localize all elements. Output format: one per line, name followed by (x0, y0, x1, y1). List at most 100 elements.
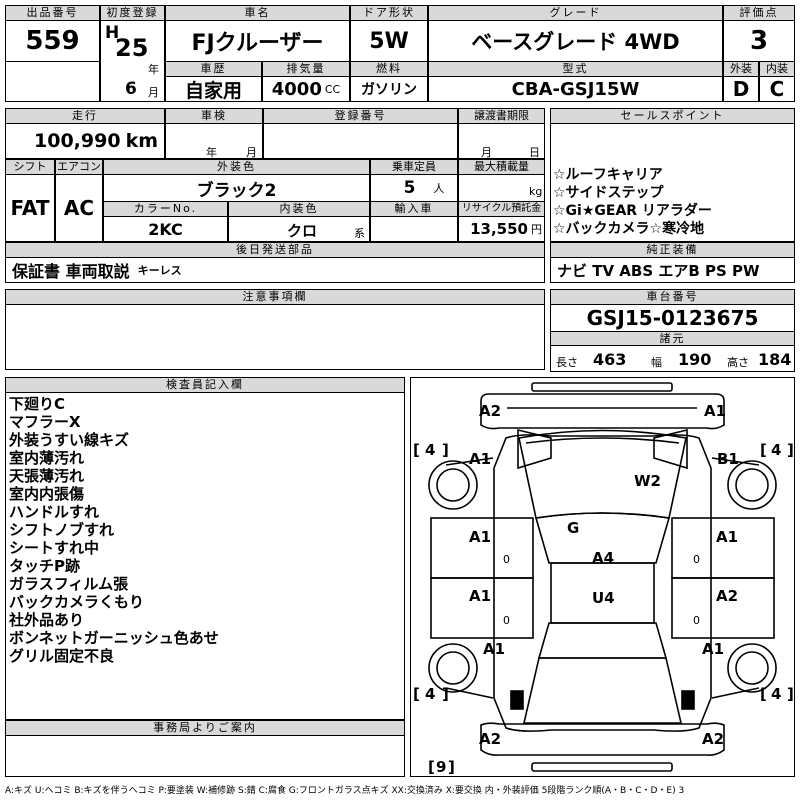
interior-header: 内装 (759, 61, 795, 77)
exterior-color: ブラック2 (103, 174, 370, 202)
equipment-header: 純正装備 (550, 242, 795, 258)
import-cell (370, 216, 458, 242)
tire-bracket-right: [ (760, 441, 767, 459)
year-unit: 年 (148, 63, 159, 76)
max-load-header: 最大積載量 (458, 159, 545, 175)
recycle-cell: 13,550 円 (458, 216, 545, 242)
mileage-header: 走行 (5, 108, 165, 124)
grade-rear-right: A2 (702, 730, 725, 748)
transfer-deadline-header: 譲渡書期限 (458, 108, 545, 124)
car-outline-svg: [ ] [ ] [ ] [ ] [ ] (413, 382, 794, 776)
sales-point: ☆Gi★GEAR リアラダー (553, 203, 712, 219)
door-type-header: ドア形状 (350, 5, 428, 21)
later-parts-header: 後日発送部品 (5, 242, 545, 258)
recycle-unit: 円 (531, 223, 542, 236)
interior-color-header: 内装色 (228, 201, 370, 217)
spare-bracket-close: ] (448, 758, 455, 776)
length-value: 463 (593, 350, 627, 369)
recycle-deposit: 13,550 (470, 220, 528, 238)
specs-cell: 長さ 463 幅 190 高さ 184 (550, 345, 795, 372)
shift-type: FAT (5, 174, 55, 242)
grade-door-fr: A1 (716, 528, 739, 546)
tire-bracket-rr: [ (760, 685, 767, 703)
height-value: 184 (758, 350, 792, 369)
fuel-type: ガソリン (350, 76, 428, 102)
tire-bracket-left-close: ] (442, 441, 449, 459)
legend: A:キズ U:ヘコミ B:キズを伴うヘコミ P:要塗装 W:補修跡 S:錆 C:… (5, 786, 685, 796)
inspection-year-unit: 年 (206, 146, 217, 159)
model-code: CBA-GSJ15W (428, 76, 723, 102)
sales-points-box: ☆ルーフキャリア ☆サイドステップ ☆Gi★GEAR リアラダー ☆バックカメラ… (550, 123, 795, 242)
equipment: ナビ TV ABS エアB PS PW (550, 257, 795, 283)
lot-number: 559 (5, 20, 100, 62)
mileage-cell: 100,990 km (5, 123, 165, 159)
zero-mark-3: 0 (503, 614, 510, 627)
mileage-unit: km (125, 130, 158, 152)
inspector-note: タッチP跡 (9, 557, 80, 575)
color-number-header: カラーNo. (103, 201, 228, 217)
displacement-header: 排気量 (262, 61, 350, 77)
grade-door-fl: A1 (469, 528, 492, 546)
door-type: 5W (350, 20, 428, 62)
sales-point: ☆ルーフキャリア (553, 167, 663, 183)
capacity-unit: 人 (433, 182, 445, 195)
inspector-note: 室内薄汚れ (9, 449, 85, 467)
inspector-note: シフトノブすれ (9, 521, 115, 539)
grade-front-left: A2 (479, 402, 502, 420)
grade: ベースグレード 4WD (428, 20, 723, 62)
seating-capacity: 5 (403, 178, 416, 198)
later-parts-small: キーレス (137, 264, 182, 277)
inspector-note: 室内内張傷 (9, 485, 85, 503)
registration-number-header: 登録番号 (263, 108, 458, 124)
transfer-day-unit: 日 (529, 146, 540, 159)
grade-fender-fl: A1 (469, 450, 492, 468)
usage-history: 自家用 (165, 76, 262, 102)
later-parts-cell: 保証書 車両取説 キーレス (5, 257, 545, 283)
displacement-cell: 4000 CC (262, 76, 350, 102)
load-unit: kg (529, 185, 543, 198)
spare-tire-count: 9 (436, 758, 447, 776)
grade-fender-rl: A1 (483, 640, 506, 658)
inspector-note: 天張薄汚れ (9, 467, 85, 485)
grade-header: グレード (428, 5, 723, 21)
grade-fender-fr: B1 (717, 450, 739, 468)
zero-mark-2: 0 (693, 553, 700, 566)
tire-rr-count: 4 (771, 685, 782, 703)
car-name-header: 車名 (165, 5, 350, 21)
inspector-note: 下廻りC (9, 395, 66, 413)
notes-box (5, 304, 545, 370)
width-label: 幅 (651, 356, 662, 369)
first-registration-cell: H 25 年 6 月 (100, 20, 165, 102)
interior-grade: C (759, 76, 795, 102)
lot-number-header: 出品番号 (5, 5, 100, 21)
displacement: 4000 (271, 78, 322, 100)
grade-hood: W2 (634, 472, 661, 490)
tire-bracket-rr-close: ] (787, 685, 794, 703)
inspection-header: 車検 (165, 108, 263, 124)
lot-blank-cell (5, 61, 100, 102)
car-name: FJクルーザー (165, 20, 350, 62)
inspector-note: ハンドルすれ (9, 503, 100, 521)
sales-points-header: セールスポイント (550, 108, 795, 124)
interior-color: クロ (287, 222, 318, 240)
tire-bracket-left: [ (413, 441, 420, 459)
exterior-grade: D (723, 76, 759, 102)
tire-rl-count: 4 (425, 685, 436, 703)
model-header: 型式 (428, 61, 723, 77)
sales-point: ☆バックカメラ☆寒冷地 (553, 221, 705, 237)
first-registration-year: 25 (115, 34, 149, 62)
tire-bracket-rl-close: ] (442, 685, 449, 703)
office-notice-header: 事務局よりご案内 (5, 720, 405, 736)
max-load-cell: kg (458, 174, 545, 202)
capacity-header: 乗車定員 (370, 159, 458, 175)
tire-bracket-rl: [ (413, 685, 420, 703)
inspector-note: バックカメラくもり (9, 593, 145, 611)
month-unit: 月 (148, 86, 159, 99)
mileage: 100,990 (34, 130, 121, 152)
grade-rear-left: A2 (479, 730, 502, 748)
inspection-cell: 年 月 (165, 123, 263, 159)
exterior-color-header: 外装色 (103, 159, 370, 175)
notes-header: 注意事項欄 (5, 289, 545, 305)
chassis-number: GSJ15-0123675 (550, 304, 795, 332)
era: H (105, 23, 120, 43)
